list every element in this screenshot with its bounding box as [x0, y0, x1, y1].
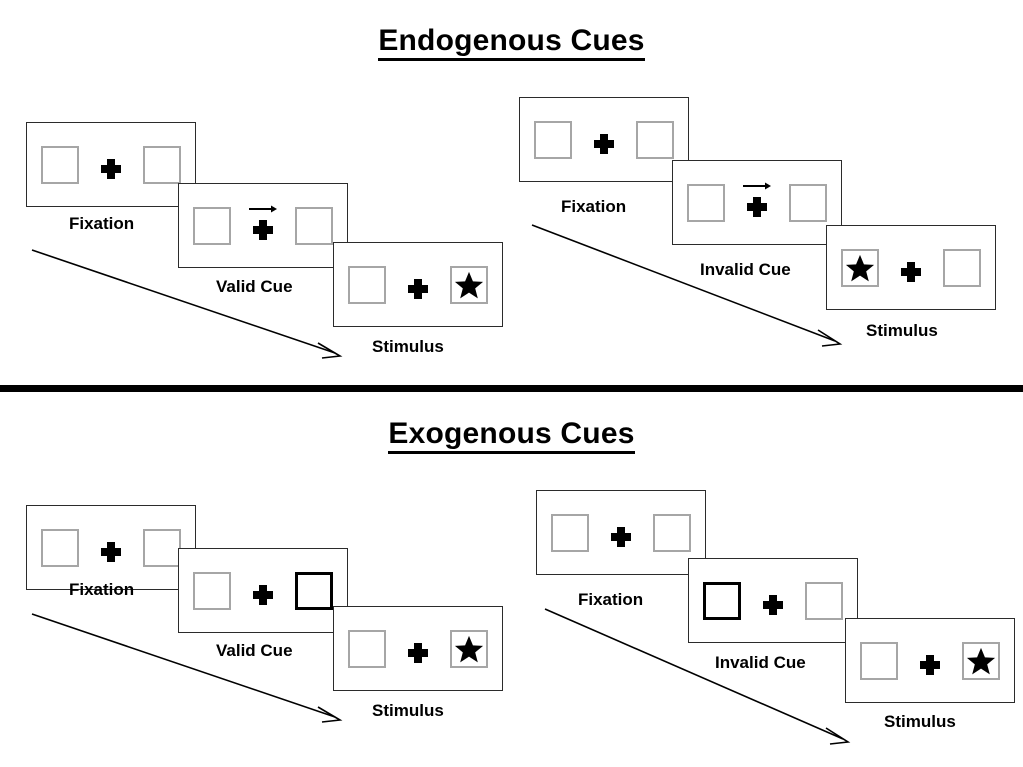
cue-slot [759, 578, 787, 624]
placeholder-box-left [860, 641, 898, 680]
section-title-exogenous-text: Exogenous Cues [388, 417, 635, 454]
arrow-right-cue-icon [248, 203, 278, 215]
fixation-cross-icon [919, 654, 941, 676]
arrow-right-cue-icon [742, 180, 772, 192]
placeholder-box-left [193, 571, 231, 610]
panel-exogenous-valid-fixation [26, 505, 196, 590]
section-title-endogenous-text: Endogenous Cues [378, 24, 645, 61]
panel-exogenous-invalid-cue [688, 558, 858, 643]
cue-slot [916, 638, 944, 684]
placeholder-box-right [450, 265, 488, 304]
section-divider [0, 385, 1023, 392]
cue-slot [607, 510, 635, 556]
cue-slot [97, 142, 125, 188]
fixation-cross-icon [746, 196, 768, 218]
panel-label-exogenous-valid-stimulus: Stimulus [372, 701, 444, 720]
fixation-cross-icon [252, 584, 274, 606]
panel-label-endogenous-invalid-cue: Invalid Cue [700, 260, 791, 279]
section-title-endogenous: Endogenous Cues [0, 24, 1023, 61]
panel-label-exogenous-invalid-fixation: Fixation [578, 590, 644, 609]
placeholder-box-left [551, 513, 589, 552]
panel-label-endogenous-valid-fixation: Fixation [69, 214, 135, 233]
placeholder-box-left [193, 206, 231, 245]
placeholder-box-left [41, 528, 79, 567]
placeholder-box-left-cued [703, 581, 741, 620]
panel-label-exogenous-invalid-cue: Invalid Cue [715, 653, 806, 672]
placeholder-box-right [295, 206, 333, 245]
panel-endogenous-valid-stimulus [333, 242, 503, 327]
fixation-cross-icon [900, 261, 922, 283]
placeholder-box-left [348, 265, 386, 304]
fixation-cross-icon [407, 278, 429, 300]
placeholder-box-left [41, 145, 79, 184]
cue-slot [743, 180, 771, 226]
panel-endogenous-valid-fixation [26, 122, 196, 207]
placeholder-box-right [653, 513, 691, 552]
placeholder-box-left [687, 183, 725, 222]
placeholder-box-right [450, 629, 488, 668]
cue-slot [404, 626, 432, 672]
placeholder-box-left [841, 248, 879, 287]
cue-slot [590, 117, 618, 163]
panel-endogenous-invalid-stimulus [826, 225, 996, 310]
panel-label-endogenous-valid-cue: Valid Cue [216, 277, 293, 296]
panel-label-endogenous-invalid-fixation: Fixation [561, 197, 627, 216]
cue-slot [249, 568, 277, 614]
placeholder-box-right [943, 248, 981, 287]
placeholder-box-right-cued [295, 571, 333, 610]
fixation-cross-icon [610, 526, 632, 548]
fixation-cross-icon [252, 219, 274, 241]
panel-exogenous-invalid-stimulus [845, 618, 1015, 703]
star-target-icon [966, 646, 996, 676]
panel-label-exogenous-valid-cue: Valid Cue [216, 641, 293, 660]
panel-endogenous-invalid-cue [672, 160, 842, 245]
panel-exogenous-valid-cue [178, 548, 348, 633]
fixation-cross-icon [100, 541, 122, 563]
panel-label-exogenous-invalid-stimulus: Stimulus [884, 712, 956, 731]
placeholder-box-left [348, 629, 386, 668]
placeholder-box-right [805, 581, 843, 620]
placeholder-box-right [636, 120, 674, 159]
fixation-cross-icon [100, 158, 122, 180]
fixation-cross-icon [407, 642, 429, 664]
star-target-icon [454, 270, 484, 300]
cue-slot [897, 245, 925, 291]
panel-label-endogenous-valid-stimulus: Stimulus [372, 337, 444, 356]
cue-slot [97, 525, 125, 571]
panel-label-endogenous-invalid-stimulus: Stimulus [866, 321, 938, 340]
placeholder-box-right [143, 145, 181, 184]
placeholder-box-right [143, 528, 181, 567]
fixation-cross-icon [762, 594, 784, 616]
placeholder-box-right [789, 183, 827, 222]
cue-slot [249, 203, 277, 249]
panel-label-exogenous-valid-fixation: Fixation [69, 580, 135, 599]
star-target-icon [454, 634, 484, 664]
cue-slot [404, 262, 432, 308]
panel-endogenous-valid-cue [178, 183, 348, 268]
fixation-cross-icon [593, 133, 615, 155]
placeholder-box-right [962, 641, 1000, 680]
section-title-exogenous: Exogenous Cues [0, 417, 1023, 454]
placeholder-box-left [534, 120, 572, 159]
panel-endogenous-invalid-fixation [519, 97, 689, 182]
star-target-icon [845, 253, 875, 283]
panel-exogenous-valid-stimulus [333, 606, 503, 691]
panel-exogenous-invalid-fixation [536, 490, 706, 575]
